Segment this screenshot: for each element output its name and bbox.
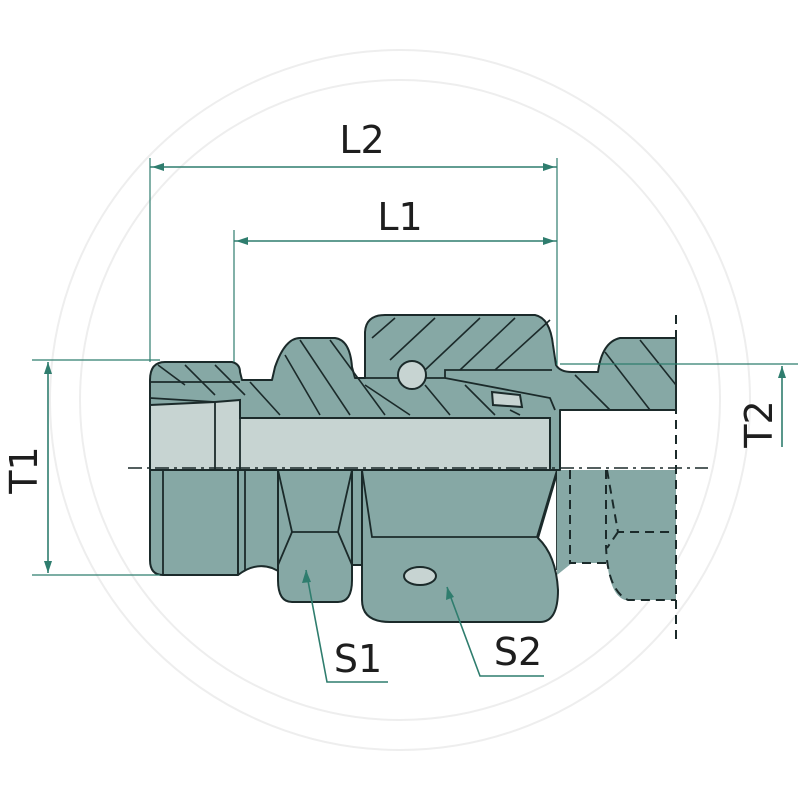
upper-section-view	[149, 314, 677, 640]
label-S2: S2	[494, 630, 542, 674]
callout-S2: S2	[446, 586, 544, 677]
label-L1: L1	[377, 195, 422, 239]
dimension-T1: T1	[2, 359, 160, 576]
label-T2: T2	[737, 400, 781, 448]
label-S1: S1	[334, 637, 382, 681]
dimension-T2: T2	[560, 363, 798, 449]
label-T1: T1	[2, 446, 46, 494]
watermark	[49, 49, 751, 751]
label-L2: L2	[339, 118, 384, 162]
dimension-L1: L1	[233, 195, 557, 362]
callout-S1: S1	[302, 569, 388, 683]
lower-external-view	[149, 469, 676, 623]
section-hatching	[157, 317, 677, 416]
dimension-L2: L2	[149, 118, 558, 365]
